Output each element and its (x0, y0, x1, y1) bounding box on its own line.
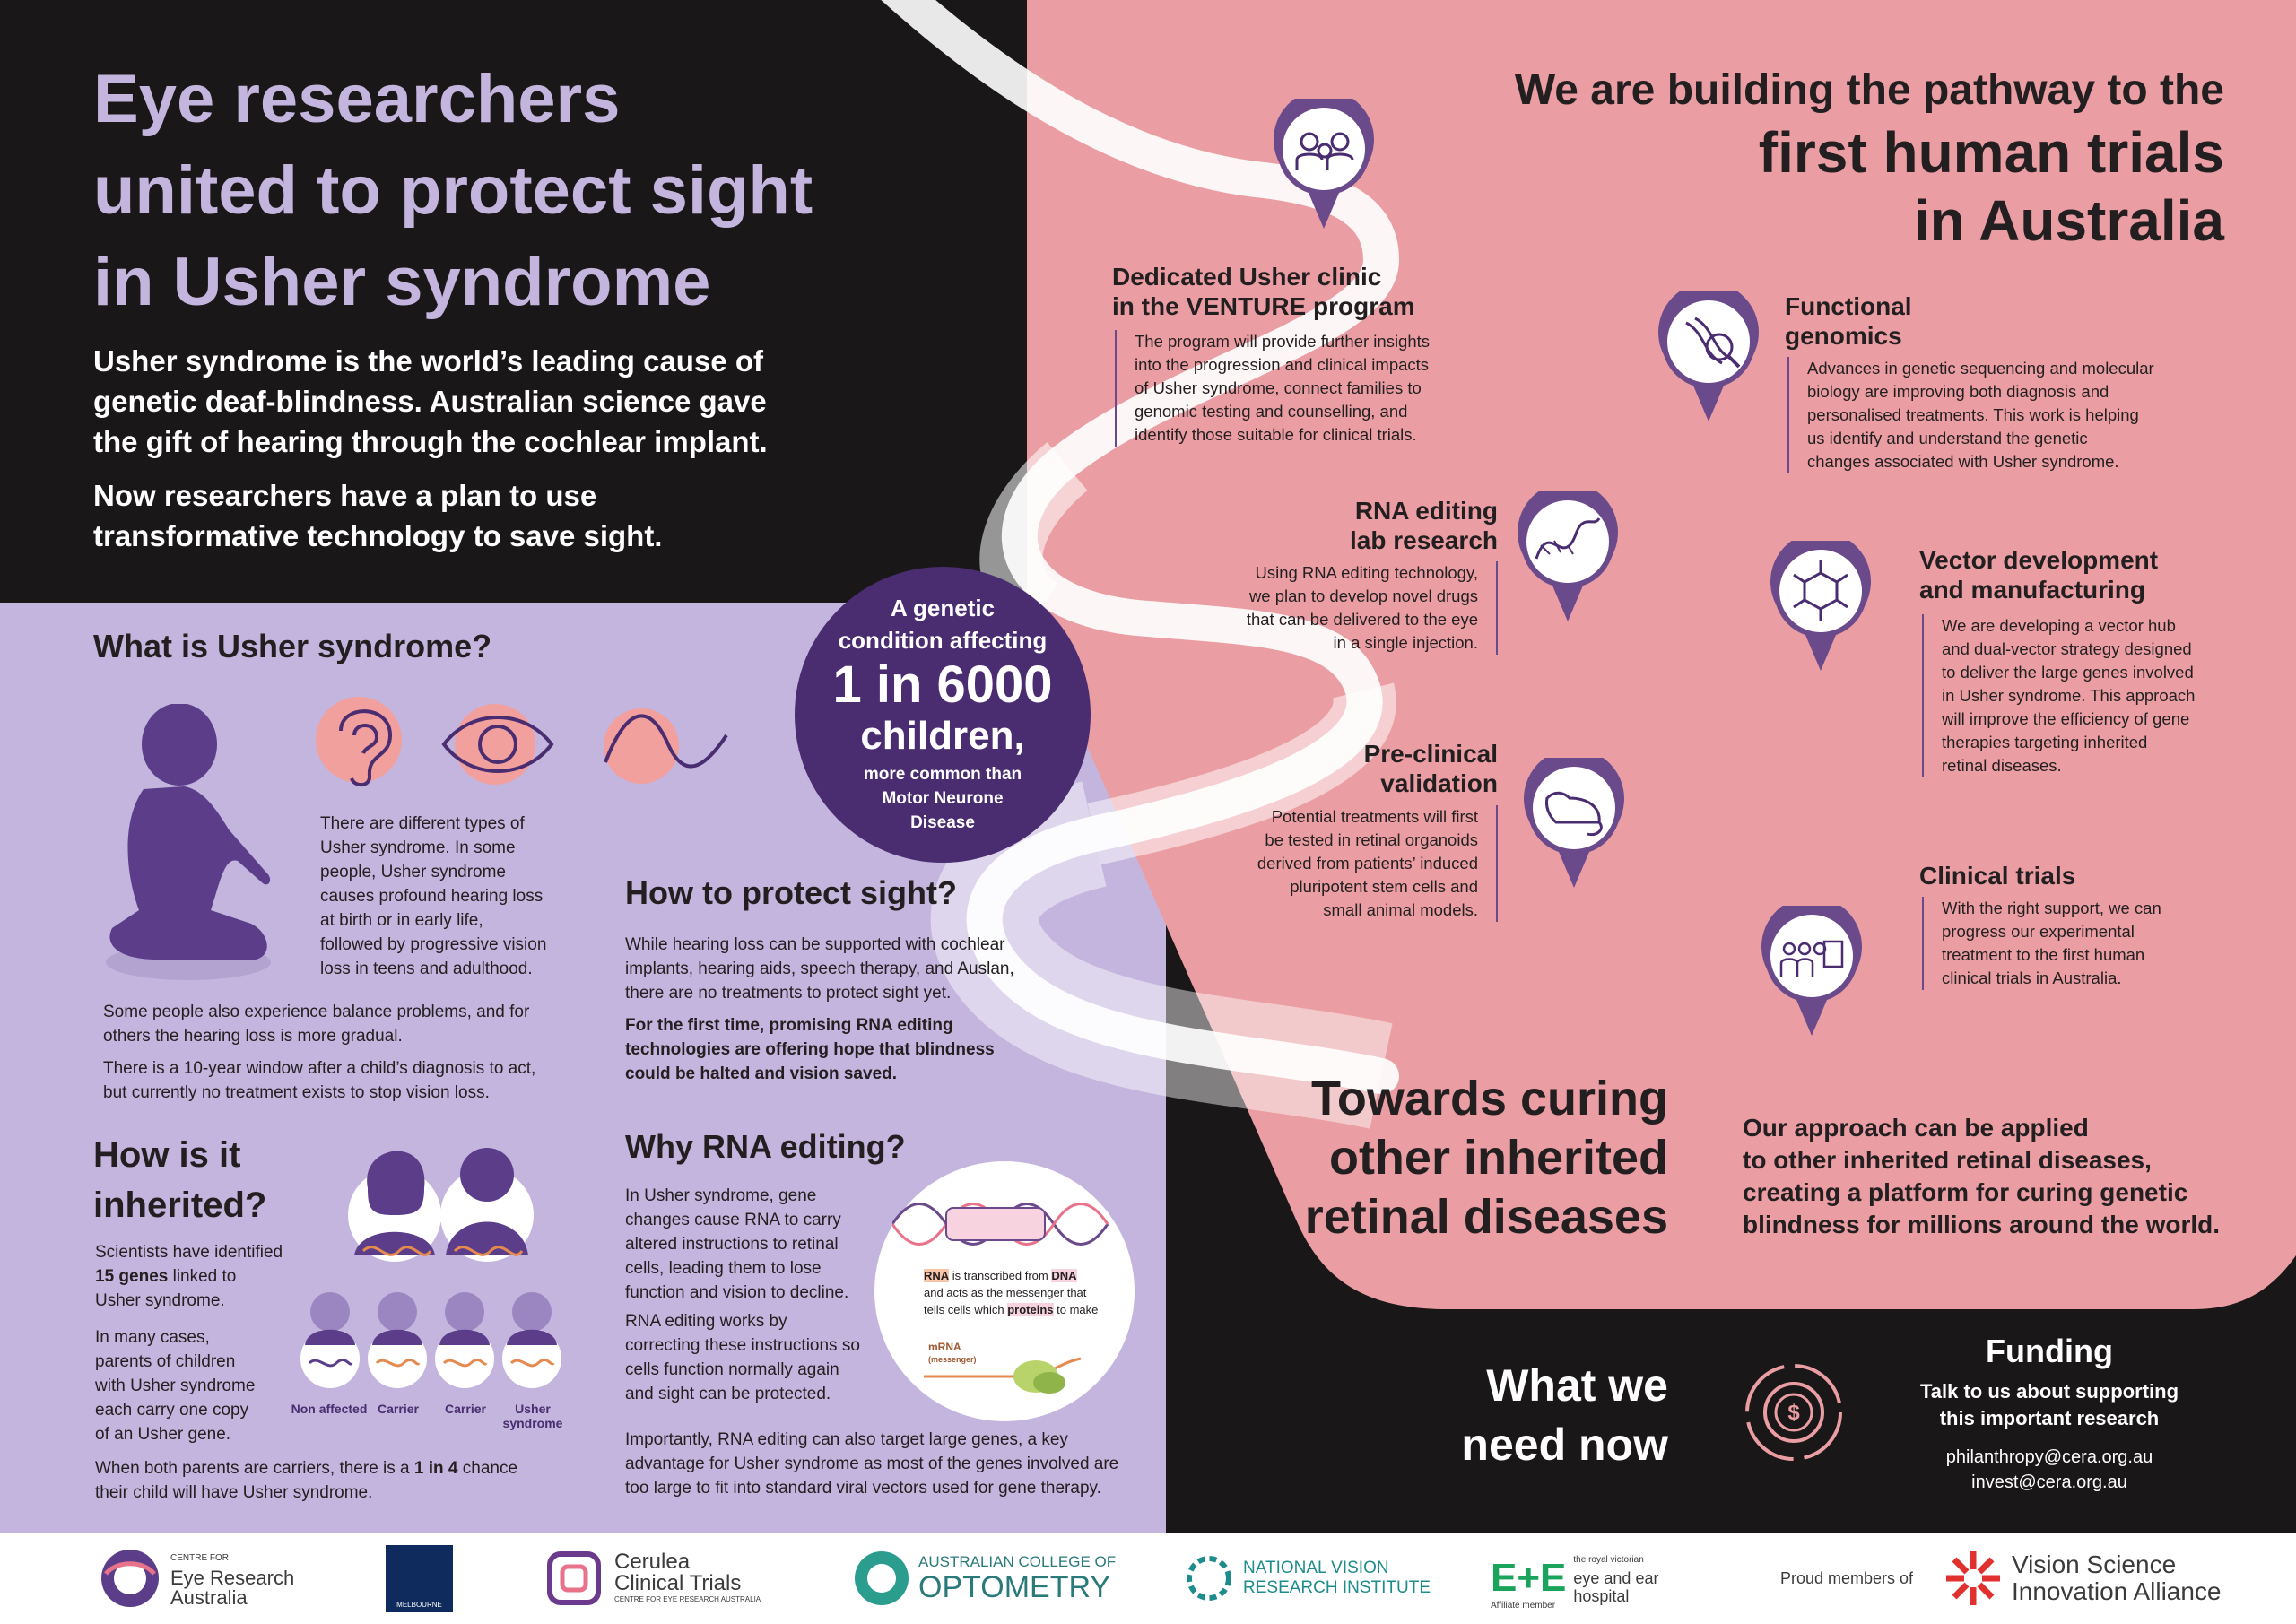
step-text-rna-lab: Using RNA editing technology, we plan to… (1175, 561, 1498, 655)
step-title-clinic: Dedicated Usher clinic in the VENTURE pr… (1112, 263, 1415, 320)
step-title-preclinical: Pre-clinical validation (1363, 740, 1498, 797)
what-paragraph-2: Some people also experience balance prob… (103, 1003, 530, 1046)
genomics-pin-icon (1658, 291, 1759, 421)
step-title-vector: Vector development and manufacturing (1919, 546, 2159, 604)
dna-helix-icon (892, 1203, 1109, 1246)
logo-melbourne: MELBOURNE (386, 1544, 453, 1612)
what-paragraph-3: There is a 10-year window after a child’… (103, 1059, 536, 1102)
lead-paragraph-1: Usher syndrome is the world’s leading ca… (93, 344, 768, 458)
logo-vsia: Vision Science Innovation Alliance (1942, 1547, 2222, 1610)
ribosome-icon (924, 1357, 1082, 1394)
parents-icon (348, 1148, 534, 1262)
nvri-logo-icon (1187, 1556, 1231, 1601)
email-invest[interactable]: invest@cera.org.au (1971, 1472, 2127, 1492)
page-title: Eye researchers united to protect sight … (93, 61, 813, 320)
rna-paragraph-1: In Usher syndrome, gene changes cause RN… (625, 1186, 849, 1302)
what-paragraph-1: There are different types of Usher syndr… (320, 814, 547, 978)
logo-eye-ear-hospital: E+E the royal victorian eye and ear hosp… (1491, 1555, 1659, 1611)
vector-pin-icon (1770, 541, 1871, 671)
child-silhouette-icon (106, 704, 271, 980)
step-text-clinical-trials: With the right support, we can progress … (1922, 897, 2227, 990)
inherited-heading: How is it inherited? (93, 1135, 267, 1225)
step-title-clinical-trials: Clinical trials (1919, 862, 2076, 890)
clinical-pin-icon (1761, 906, 1862, 1036)
aco-logo-icon (855, 1551, 909, 1605)
protect-paragraph-1: While hearing loss can be supported with… (625, 935, 1014, 1003)
protect-heading: How to protect sight? (625, 874, 957, 911)
eye-ear-logo-icon: E+E (1491, 1556, 1567, 1600)
step-title-genomics: Functional genomics (1785, 292, 1912, 350)
rna-paragraph-3: Importantly, RNA editing can also target… (625, 1430, 1119, 1498)
rna-heading: Why RNA editing? (625, 1128, 906, 1165)
children-icon (300, 1292, 561, 1388)
pathway-heading: We are building the pathway to the first… (1514, 66, 2224, 253)
step-text-preclinical: Potential treatments will first be teste… (1175, 805, 1498, 922)
towards-heading: Towards curing other inherited retinal d… (1304, 1072, 1668, 1244)
logo-cerulea: Cerulea Clinical Trials CENTRE FOR EYE R… (543, 1547, 761, 1610)
funding-icon: $ (1745, 1364, 1842, 1461)
step-title-rna-lab: RNA editing lab research (1350, 497, 1498, 554)
ear-icon (316, 697, 402, 787)
black-header-panel (0, 0, 1027, 603)
need-heading: What we need now (1461, 1360, 1668, 1470)
logo-nvri: NATIONAL VISION RESEARCH INSTITUTE (1184, 1547, 1431, 1610)
statistic-badge: A genetic condition affecting 1 in 6000 … (795, 567, 1091, 863)
logo-aco: AUSTRALIAN COLLEGE OF OPTOMETRY (852, 1547, 1116, 1610)
step-text-genomics: Advances in genetic sequencing and molec… (1787, 357, 2200, 473)
footer (0, 1533, 2296, 1624)
vsia-logo-icon (1946, 1551, 2000, 1605)
protect-paragraph-2: For the first time, promising RNA editin… (625, 1016, 995, 1083)
inherited-paragraph-2: In many cases, parents of children with … (95, 1328, 256, 1444)
cerulea-logo-icon (547, 1551, 601, 1605)
mrna-label: mRNA (messenger) (928, 1341, 977, 1364)
balance-wave-icon (604, 708, 728, 784)
inherited-paragraph-1: Scientists have identified 15 genes link… (95, 1243, 283, 1310)
rna-paragraph-2: RNA editing works by correcting these in… (625, 1312, 860, 1403)
funding-block: Funding Talk to us about supporting this… (1874, 1332, 2224, 1495)
mouse-pin-icon (1524, 758, 1624, 888)
svg-text:$: $ (1787, 1401, 1800, 1425)
rna-diagram: RNA is transcribed from DNA and acts as … (874, 1161, 1135, 1421)
logo-cera: CENTRE FOR Eye Research Australia (99, 1547, 294, 1610)
email-philanthropy[interactable]: philanthropy@cera.org.au (1945, 1447, 2153, 1467)
approach-text: Our approach can be applied to other inh… (1743, 1114, 2221, 1238)
step-text-clinic: The program will provide further insight… (1115, 330, 1509, 447)
proud-members: Proud members of (1780, 1568, 1914, 1587)
what-heading: What is Usher syndrome? (93, 628, 492, 664)
inherited-paragraph-3: When both parents are carriers, there is… (95, 1459, 518, 1502)
step-text-vector: We are developing a vector hub and dual-… (1922, 614, 2227, 777)
cera-logo-icon (101, 1550, 159, 1607)
lead-paragraph-2: Now researchers have a plan to use trans… (93, 479, 663, 552)
rna-lab-pin-icon (1518, 491, 1618, 621)
family-pin-icon (1274, 99, 1374, 229)
funding-title: Funding (1986, 1333, 2113, 1369)
eye-icon (441, 704, 554, 785)
rna-diagram-caption: RNA is transcribed from DNA and acts as … (924, 1269, 1099, 1316)
